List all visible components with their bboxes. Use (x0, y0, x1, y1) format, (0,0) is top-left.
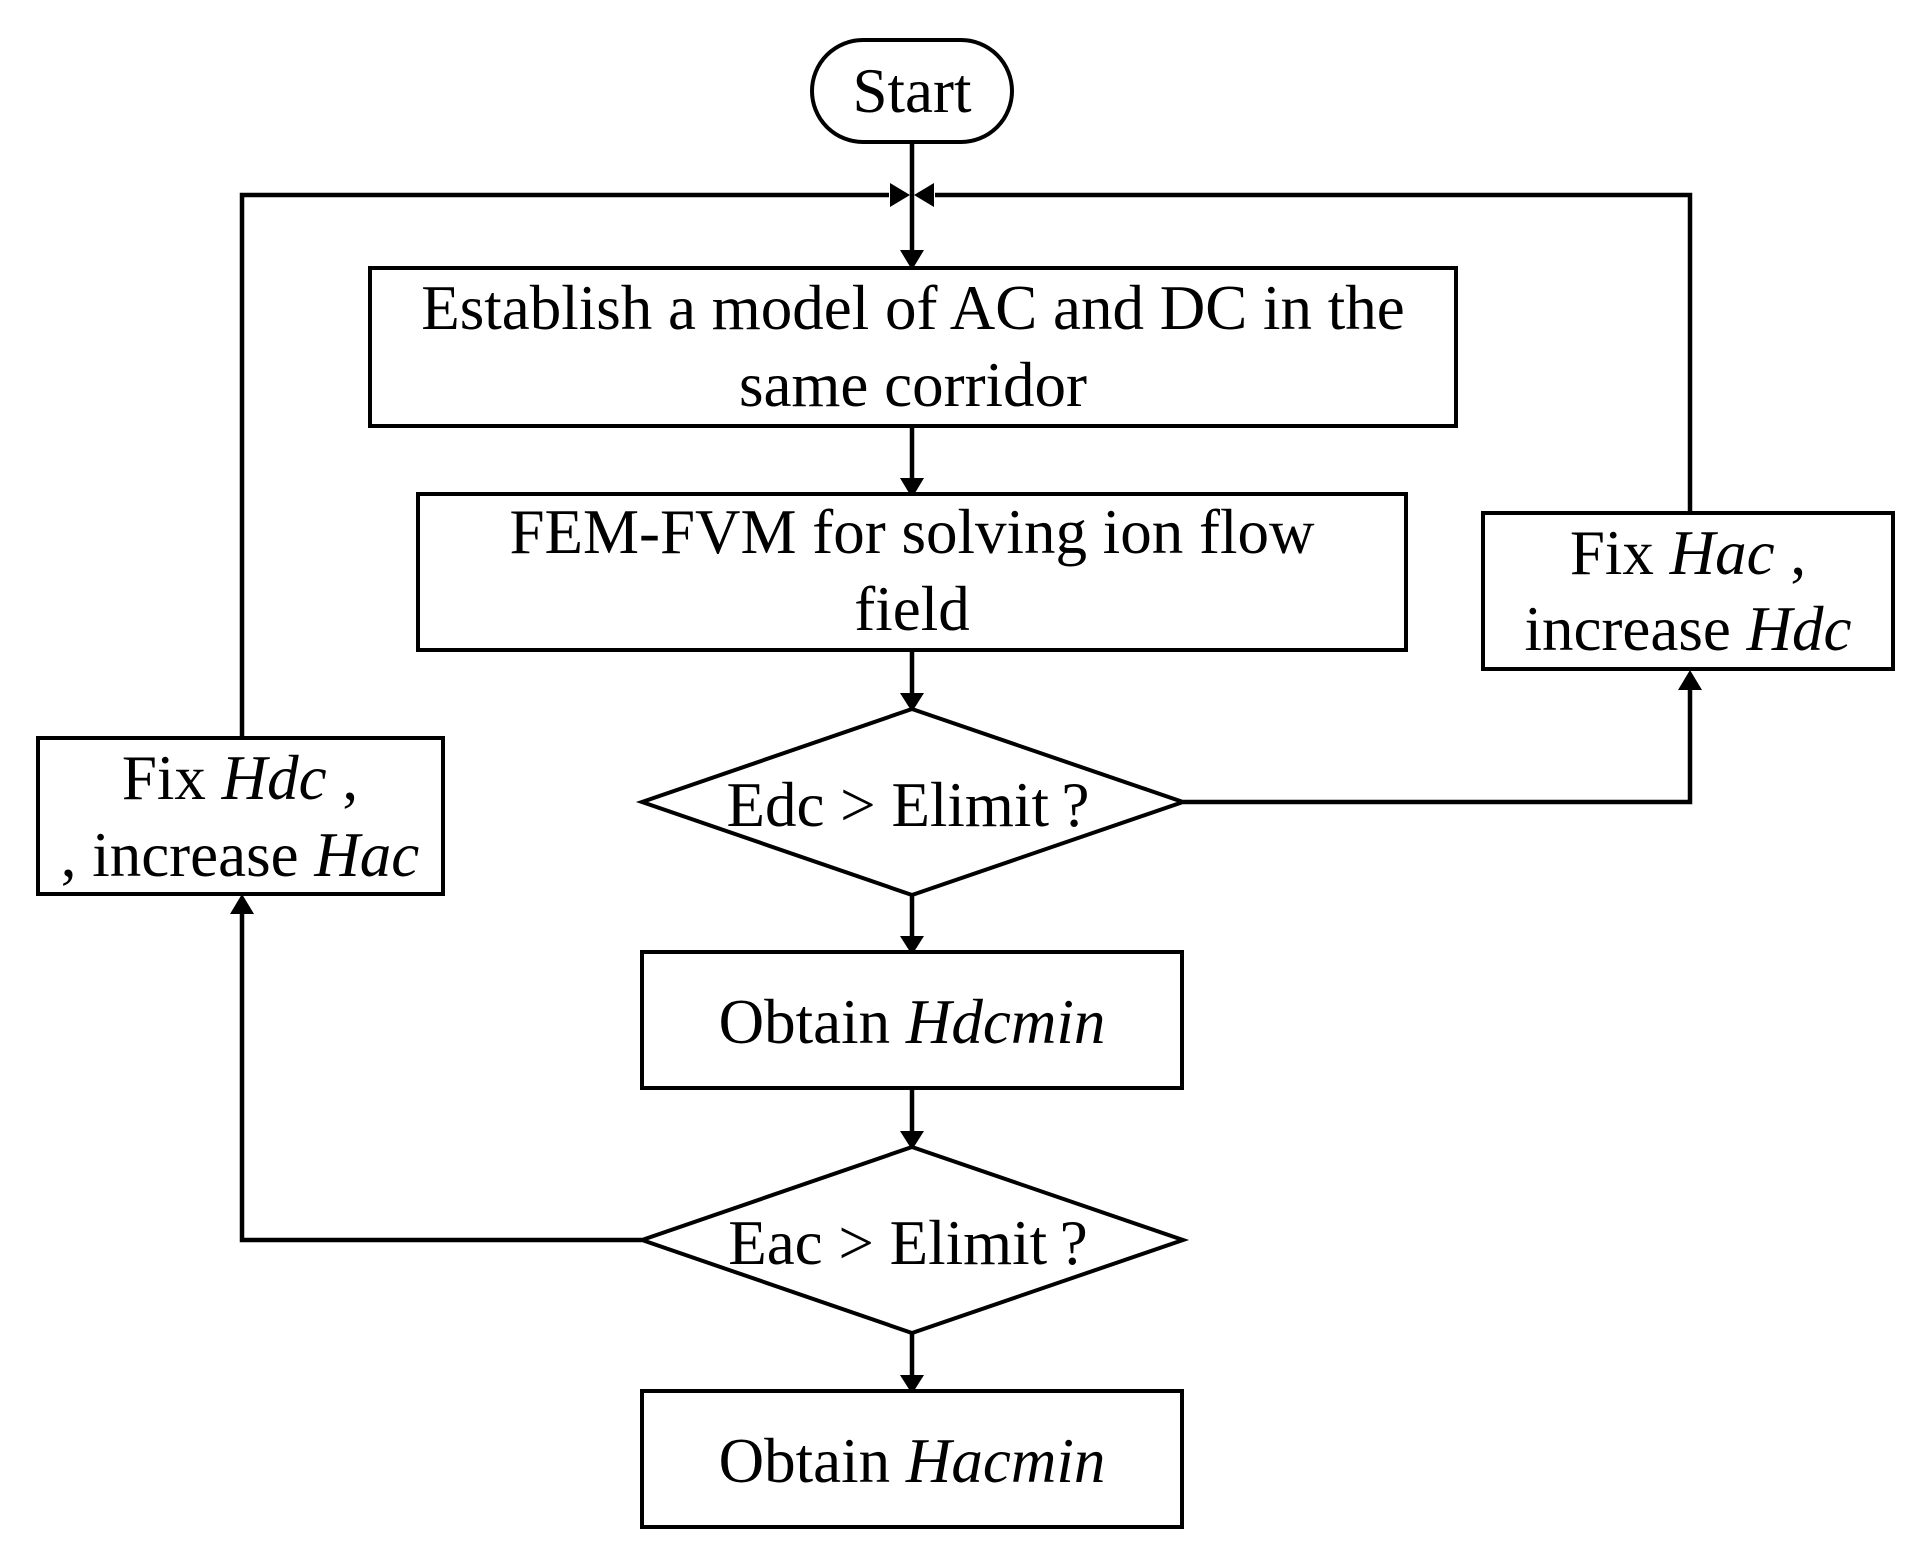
arrowhead-hacmin (900, 1375, 924, 1394)
arrowhead-fem (900, 478, 924, 498)
obtain-hdcmin-prefix: Obtain (719, 987, 906, 1057)
fix-hdc-var: Hdc (221, 743, 327, 813)
arrowhead-loop-left (890, 183, 910, 207)
establish-model-line2: same corridor (739, 350, 1087, 420)
obtain-hacmin-process: Obtain Hacmin (640, 1389, 1184, 1529)
establish-model-box (368, 266, 1458, 428)
obtain-hacmin-var: Hacmin (905, 1426, 1105, 1496)
obtain-hdcmin-process: Obtain Hdcmin (640, 950, 1184, 1090)
fix-hdc-process: Fix Hdc , , increase Hac (36, 736, 445, 896)
edc-decision-diamond (635, 706, 1190, 898)
arrowhead-hdcmin (900, 936, 924, 955)
connectors (230, 143, 1702, 1394)
arrowhead-loop-right (914, 183, 934, 207)
obtain-hacmin-prefix: Obtain (719, 1426, 906, 1496)
start-terminator: Start (810, 38, 1014, 144)
start-label: Start (853, 56, 972, 126)
connector-eac-to-fix-hdc (239, 910, 642, 1243)
fix-hdc-comma: , (327, 743, 359, 813)
fix-hdc-line1: Fix Hdc , (122, 743, 358, 813)
eac-decision-diamond (635, 1144, 1190, 1336)
arrowhead-fix-hac (1678, 670, 1702, 690)
fix-hac-fix-text: Fix (1570, 518, 1670, 588)
fix-hdc-box (36, 736, 445, 896)
arrowhead-edc (900, 693, 924, 712)
connector-edc-to-fix-hac (1183, 688, 1693, 805)
fix-hac-process: Fix Hac , increase Hdc (1481, 511, 1895, 671)
fix-hac-comma: , (1775, 518, 1807, 588)
obtain-hdcmin-var: Hdcmin (905, 987, 1105, 1057)
arrowhead-eac (900, 1131, 924, 1150)
fix-hac-line1: Fix Hac , (1570, 518, 1806, 588)
start-shape (810, 38, 1014, 144)
fix-hac-increase-var: Hdc (1746, 594, 1852, 664)
establish-model-line1: Establish a model of AC and DC in the (421, 273, 1404, 343)
fix-hac-line2: increase Hdc (1524, 594, 1851, 664)
fix-hdc-fix-text: Fix (122, 743, 222, 813)
obtain-hacmin-box (640, 1389, 1184, 1529)
obtain-hdcmin-label: Obtain Hdcmin (719, 987, 1106, 1057)
eac-decision-label: Eac > Elimit ? (728, 1208, 1088, 1278)
connector-fix-hdc-loop (239, 192, 889, 738)
obtain-hacmin-label: Obtain Hacmin (719, 1426, 1106, 1496)
fix-hdc-increase-var: Hac (313, 820, 419, 890)
fem-fvm-box (416, 492, 1408, 652)
edc-decision: Edc > Elimit ? (635, 706, 1190, 898)
connector-fix-hac-loop (935, 192, 1693, 513)
arrowhead-fix-hdc (230, 894, 254, 914)
arrowhead-establish (900, 250, 924, 270)
obtain-hdcmin-box (640, 950, 1184, 1090)
fix-hdc-line2: , increase Hac (61, 820, 420, 890)
fix-hdc-increase-text: , increase (61, 820, 315, 890)
fix-hac-increase-text: increase (1524, 594, 1746, 664)
fix-hac-var: Hac (1669, 518, 1775, 588)
fem-fvm-process: FEM-FVM for solving ion flow field (416, 492, 1408, 652)
edc-decision-label: Edc > Elimit ? (726, 770, 1089, 840)
eac-decision: Eac > Elimit ? (635, 1144, 1190, 1336)
establish-model-process: Establish a model of AC and DC in the sa… (368, 266, 1458, 428)
fix-hac-box (1481, 511, 1895, 671)
fem-fvm-line2: field (854, 574, 969, 644)
fem-fvm-line1: FEM-FVM for solving ion flow (509, 497, 1315, 567)
